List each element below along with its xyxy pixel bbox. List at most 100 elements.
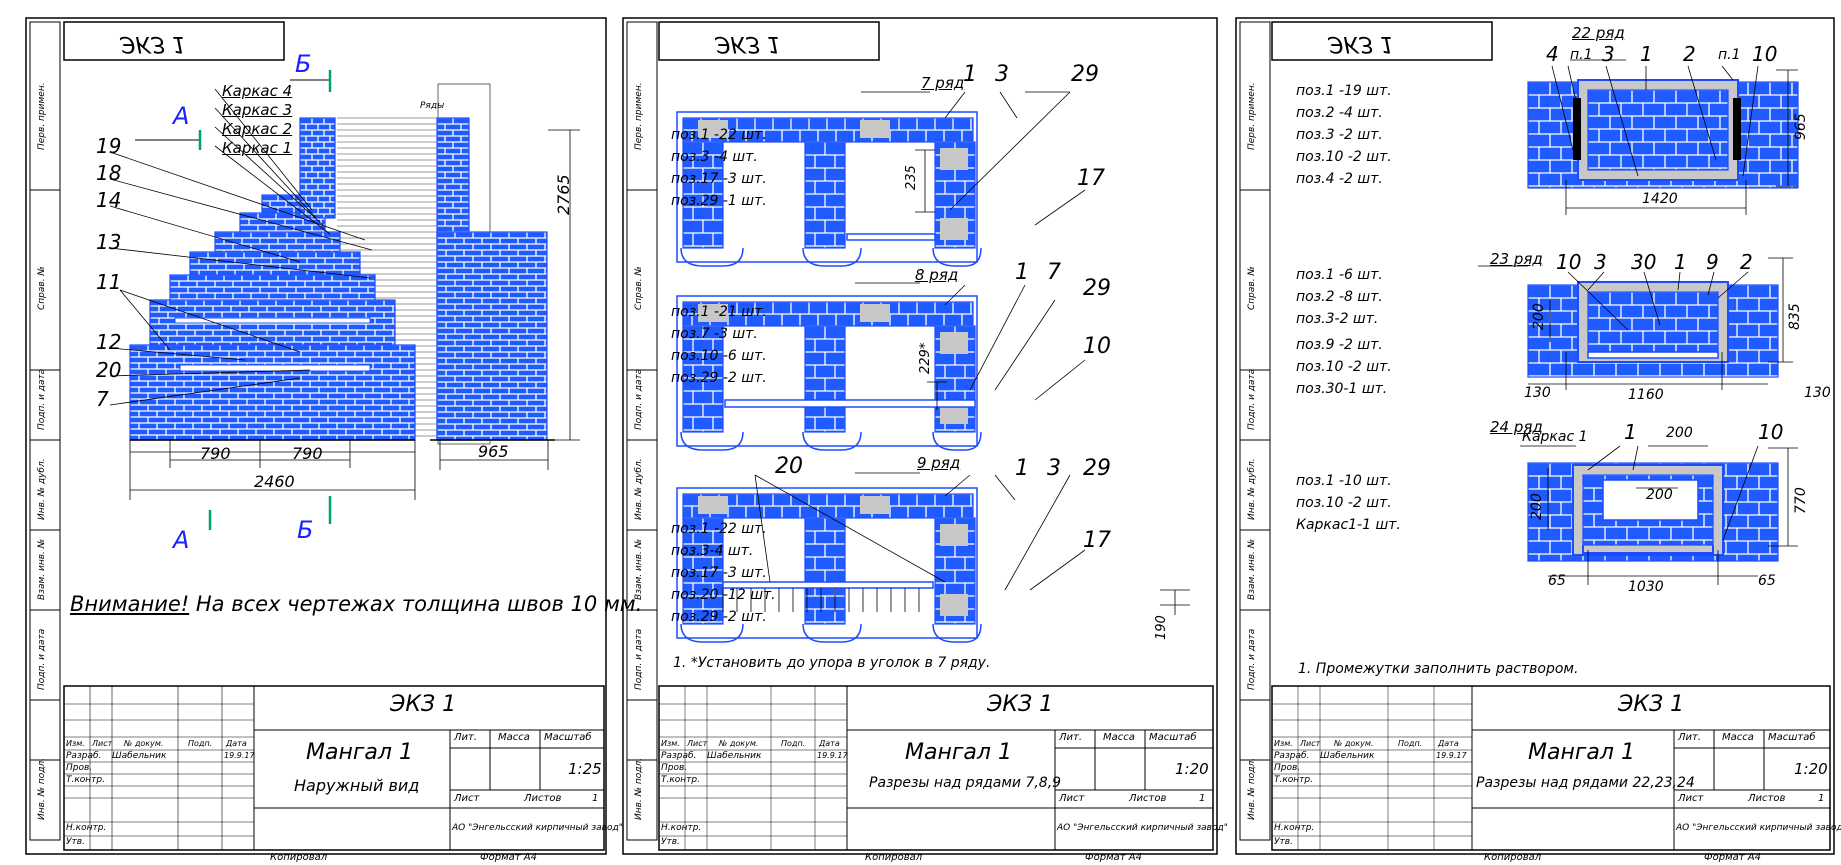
callout-14: 14	[96, 188, 122, 212]
plan-foot-left	[680, 247, 744, 267]
row-23-dim-130-right: 130	[1804, 385, 1831, 401]
stamp-mass: Масса	[1103, 732, 1135, 743]
side-strip-5: Взам. инв. №	[1247, 538, 1257, 600]
sheet-2-note: 1. *Установить до упора в уголок в 7 ряд…	[673, 655, 991, 671]
row-7-callout-17: 17	[1077, 166, 1105, 191]
dim-height: 2765	[554, 174, 573, 215]
side-strip-3: Подп. и дата	[1247, 368, 1257, 430]
section-b-label-top: Б	[295, 50, 312, 78]
row-24-dim-200-left: 200	[1529, 493, 1545, 520]
row-9-title: 9 ряд	[917, 454, 961, 472]
row-24-dim-65-right: 65	[1758, 573, 1776, 589]
grill-side-view	[430, 117, 555, 441]
rows-label: Ряды	[420, 101, 445, 111]
stamp-h-izm: Изм.	[1274, 739, 1293, 748]
callout-20: 20	[96, 358, 122, 382]
side-strip-5: Взам. инв. №	[634, 538, 644, 600]
row-7-line-3: поз.17 -3 шт.	[671, 171, 767, 187]
stamp-h-list: Лист	[92, 739, 113, 748]
row-24-frame-label: Каркас 1	[1522, 429, 1588, 445]
side-strip-3: Подп. и дата	[37, 368, 47, 430]
row-23-callout-10: 10	[1556, 250, 1582, 274]
plan-fill-block	[860, 496, 890, 514]
row-24-dim-h: 770	[1793, 487, 1809, 514]
row-24-line-1: поз.1 -10 шт.	[1296, 473, 1392, 489]
facade-step-1	[169, 274, 376, 301]
dim-depth: 965	[478, 442, 509, 461]
stamp-row-utv: Утв.	[66, 837, 85, 847]
plan-middle-pier	[804, 517, 846, 625]
plan-left-pier	[682, 141, 724, 249]
side-strip-5: Взам. инв. №	[37, 538, 47, 600]
side-strip-6: Подп. и дата	[37, 628, 47, 690]
stamp-subtitle: Разрезы над рядами 7,8,9	[869, 775, 1062, 791]
row-9-callout-3: 3	[1047, 456, 1061, 481]
plan-foot-middle	[802, 247, 862, 267]
stamp-sheet: Лист	[1059, 793, 1085, 804]
row-8-line-3: поз.10 -6 шт.	[671, 348, 767, 364]
stamp-h-sign: Подп.	[1398, 739, 1423, 748]
stamp-sheets: Листов	[524, 793, 562, 804]
row-8-line-4: поз.29 -2 шт.	[671, 370, 767, 386]
row-8-line-2: поз.7 -3 шт.	[671, 326, 758, 342]
plan-fill-block	[860, 304, 890, 322]
side-body	[436, 231, 548, 441]
row-8-callout-7: 7	[1047, 260, 1061, 285]
plan-foot-left	[680, 431, 744, 451]
stamp-h-izm: Изм.	[66, 739, 85, 748]
row-23-dim-h: 835	[1787, 303, 1803, 330]
plan-left-pier	[682, 517, 724, 625]
stamp-row-razrab: Разраб.	[661, 751, 697, 761]
stamp-company: АО "Энгельсский кирпичный завод"	[1676, 823, 1841, 833]
callout-7: 7	[96, 387, 109, 411]
row-22-line-3: поз.3 -2 шт.	[1296, 127, 1383, 143]
row-23-callout-9: 9	[1706, 250, 1719, 274]
row-24-line-2: поз.10 -2 шт.	[1296, 495, 1392, 511]
facade-lower-body	[129, 344, 416, 441]
facade-lintel	[174, 317, 371, 324]
stamp-h-doc: № докум.	[719, 739, 759, 748]
side-strip-7: Инв. № подл.	[37, 757, 47, 820]
stamp-lit: Лит.	[454, 732, 478, 743]
stamp-row-nkontr: Н.контр.	[66, 823, 107, 833]
row-23-line-2: поз.2 -8 шт.	[1296, 289, 1383, 305]
row-7-callout-3: 3	[995, 62, 1009, 87]
row-23-line-6: поз.30-1 шт.	[1296, 381, 1388, 397]
row-22-callout-10: 10	[1752, 42, 1778, 66]
row-23-line-4: поз.9 -2 шт.	[1296, 337, 1383, 353]
stamp-row-utv: Утв.	[1274, 837, 1293, 847]
plan-fill-block	[698, 304, 728, 322]
row-23-line-3: поз.3-2 шт.	[1296, 311, 1379, 327]
callout-18: 18	[96, 161, 122, 185]
section-b-label-bottom: Б	[297, 516, 314, 544]
stamp-row-razrab: Разраб.	[66, 751, 102, 761]
stamp-subtitle: Разрезы над рядами 22,23,24	[1476, 775, 1695, 791]
stamp-company: АО "Энгельсский кирпичный завод"	[452, 823, 623, 833]
row-9-line-4: поз.20 -12 шт.	[671, 587, 776, 603]
side-strip-1: Перв. примен.	[1247, 82, 1257, 150]
frame-1-label: Каркас 1	[222, 139, 293, 157]
stamp-h-date: Дата	[226, 739, 247, 748]
stamp-title: Мангал 1	[905, 740, 1012, 765]
row-23-dim-200: 200	[1531, 303, 1547, 330]
stamp-row-tkontr: Т.контр.	[1274, 775, 1314, 785]
stamp-title: Мангал 1	[306, 740, 413, 765]
row-7-dim: 235	[904, 165, 919, 190]
facade-chimney	[299, 117, 336, 219]
sheet-code-mirrored: ЭКЗ 1	[120, 31, 187, 56]
facade-step-2	[189, 251, 361, 276]
row-9-callout-20: 20	[775, 454, 803, 479]
side-strip-2: Справ. №	[1247, 266, 1257, 310]
row-9-line-3: поз.17 -3 шт.	[671, 565, 767, 581]
row-8-callout-29: 29	[1083, 276, 1111, 301]
sheet-1-drawing	[25, 17, 607, 855]
row-24-callout-1: 1	[1624, 420, 1637, 444]
stamp-scale-header: Масштаб	[544, 732, 592, 743]
stamp-row-prov: Пров.	[661, 763, 688, 773]
stamp-row-nkontr: Н.контр.	[661, 823, 702, 833]
facade-step-3	[214, 231, 341, 253]
stamp-mass: Масса	[498, 732, 530, 743]
plan-fill-block	[940, 148, 968, 170]
stamp-row-razrab: Разраб.	[1274, 751, 1310, 761]
row-24-dim-200-mid: 200	[1646, 487, 1673, 503]
